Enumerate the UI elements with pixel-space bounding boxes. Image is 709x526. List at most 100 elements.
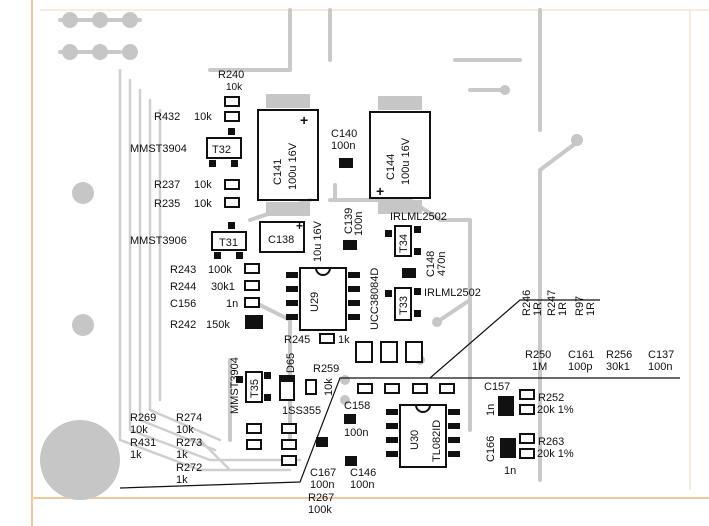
capacitor-c166: C166 1n <box>485 436 516 477</box>
resistor-r247: R247 1R <box>546 290 569 316</box>
r237-ref: R237 <box>154 179 180 191</box>
r244-ref: R244 <box>170 281 196 293</box>
r272-value: 1k <box>176 474 188 486</box>
c158-value: 100n <box>344 427 368 439</box>
c166-value: 1n <box>504 465 516 477</box>
capacitor-c167: C167 100n <box>310 467 336 491</box>
r243-value: 100k <box>208 264 232 276</box>
r431-ref: R431 <box>130 437 156 449</box>
u29-part: UCC38084D <box>369 268 381 330</box>
r267-value: 100k <box>308 504 332 516</box>
c141-ref: C141 <box>272 159 284 185</box>
resistor-r272: R272 1k <box>176 462 202 486</box>
capacitor-c141: + C141 100u 16V <box>257 94 319 216</box>
c141-plus: + <box>300 112 308 128</box>
pad-cluster-lower <box>246 423 328 466</box>
r97-ref: R97 <box>574 296 586 316</box>
resistor-r240: R240 10k <box>218 69 244 107</box>
resistor-r242: R242 150k <box>170 315 263 331</box>
c156-value: 1n <box>226 298 238 310</box>
r244-value: 30k1 <box>211 281 235 293</box>
capacitor-c144: + C144 100u 16V <box>369 96 431 214</box>
c157-value: 1n <box>485 404 497 416</box>
capacitor-c157: C157 1n <box>484 381 514 416</box>
t31-ref: T31 <box>219 237 238 249</box>
capacitor-c146: C146 100n <box>345 456 376 491</box>
transistor-t34: T34 IRLML2502 <box>385 211 447 257</box>
r432-value: 10k <box>194 111 212 123</box>
r259-ref: R259 <box>313 363 339 375</box>
t34-ref: T34 <box>398 234 410 253</box>
r246-value: 1R <box>532 302 544 316</box>
capacitor-c139: C139 100n <box>343 208 365 250</box>
r246-ref: R246 <box>521 290 533 316</box>
resistor-r267: R267 100k <box>308 492 334 516</box>
c166-ref: C166 <box>485 436 497 462</box>
c148-ref: C148 <box>425 251 437 277</box>
capacitor-c156: C156 1n <box>170 297 260 310</box>
c161-value: 100p <box>568 361 592 373</box>
r242-ref: R242 <box>170 319 196 331</box>
transistor-t31: T31 MMST3906 <box>130 222 247 259</box>
c148-value: 470n <box>436 252 448 276</box>
resistor-r97: R97 1R <box>574 296 597 316</box>
capacitor-c138: C138 + 10u 16V <box>259 219 324 262</box>
r263-ref: R263 <box>538 436 564 448</box>
r242-value: 150k <box>206 319 230 331</box>
r240-value: 10k <box>226 82 243 93</box>
d65-part: 1SS355 <box>282 405 321 417</box>
c140-value: 100n <box>331 140 355 152</box>
resistor-r259: R259 10k <box>305 363 339 396</box>
pad-row-u30-top <box>357 383 455 394</box>
c158-ref: C158 <box>344 400 370 412</box>
t33-part: IRLML2502 <box>424 287 481 299</box>
r243-ref: R243 <box>170 264 196 276</box>
c157-ref: C157 <box>484 381 510 393</box>
resistor-r243: R243 100k <box>170 263 260 276</box>
capacitor-c161: C161 100p <box>568 349 594 373</box>
u30-ref: U30 <box>409 430 421 450</box>
r269-value: 10k <box>130 424 148 436</box>
resistor-r274: R274 10k <box>176 412 202 436</box>
t33-ref: T33 <box>398 296 410 315</box>
r432-ref: R432 <box>154 111 180 123</box>
r237-value: 10k <box>194 179 212 191</box>
c138-plus: + <box>296 219 303 233</box>
u30-part: TL082ID <box>431 420 443 462</box>
r259-value: 10k <box>323 378 335 396</box>
diode-d65: D65 1SS355 <box>279 353 321 417</box>
r252-value: 20k 1% <box>537 404 574 416</box>
r272-ref: R272 <box>176 462 202 474</box>
resistor-r250: R250 1M <box>525 349 551 373</box>
d65-ref: D65 <box>285 353 297 373</box>
c144-ref: C144 <box>385 154 397 180</box>
resistor-r263: R263 20k 1% <box>519 433 574 460</box>
r263-value: 20k 1% <box>537 448 574 460</box>
c167-value: 100n <box>310 479 334 491</box>
pad-row-mid <box>355 341 423 363</box>
c144-value: 100u 16V <box>400 137 412 185</box>
r431-value: 1k <box>130 449 142 461</box>
r235-ref: R235 <box>154 198 180 210</box>
u29-ref: U29 <box>309 292 321 312</box>
c161-ref: C161 <box>568 349 594 361</box>
c156-ref: C156 <box>170 298 196 310</box>
r256-value: 30k1 <box>606 361 630 373</box>
c140-ref: C140 <box>331 128 357 140</box>
r247-ref: R247 <box>546 290 558 316</box>
r252-ref: R252 <box>538 392 564 404</box>
r267-ref: R267 <box>308 492 334 504</box>
c137-value: 100n <box>648 361 672 373</box>
ic-u30: U30 TL082ID <box>386 404 460 468</box>
t32-part: MMST3904 <box>130 143 187 155</box>
resistor-r244: R244 30k1 <box>170 280 260 293</box>
r250-ref: R250 <box>525 349 551 361</box>
r273-value: 1k <box>176 449 188 461</box>
r245-value: 1k <box>338 334 350 346</box>
resistor-r235: R235 10k <box>154 197 240 210</box>
c139-ref: C139 <box>343 208 355 234</box>
resistor-r432: R432 10k <box>154 111 240 123</box>
c137-ref: C137 <box>648 349 674 361</box>
